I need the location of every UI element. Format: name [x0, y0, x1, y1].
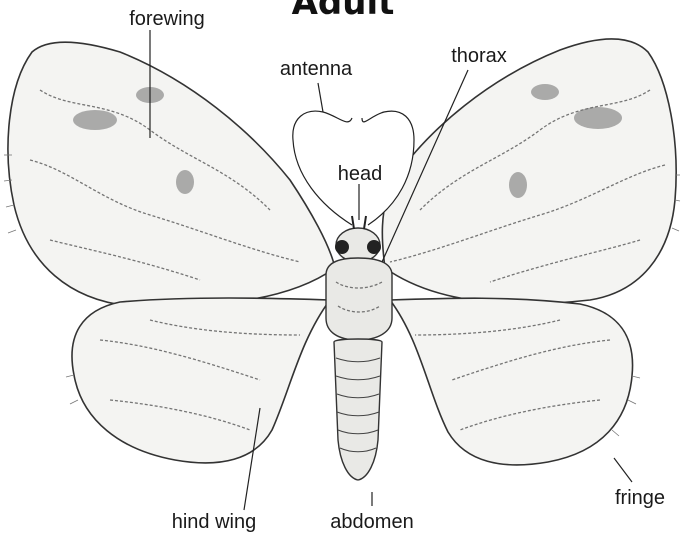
antenna-leader: [318, 83, 323, 112]
label-fringe: fringe: [615, 487, 665, 509]
left-forewing: [8, 42, 335, 306]
right-forewing: [382, 39, 676, 304]
label-hind-wing: hind wing: [172, 511, 257, 533]
label-forewing: forewing: [129, 8, 205, 30]
right-hind-wing: [390, 298, 633, 465]
moth-body: [326, 216, 392, 480]
label-thorax: thorax: [451, 45, 507, 67]
fringe-leader: [614, 458, 632, 482]
left-hind-wing: [72, 298, 330, 463]
label-antenna: antenna: [280, 58, 353, 80]
diagram-title: Adult: [292, 0, 395, 23]
label-head: head: [338, 163, 383, 185]
label-abdomen: abdomen: [330, 511, 413, 533]
